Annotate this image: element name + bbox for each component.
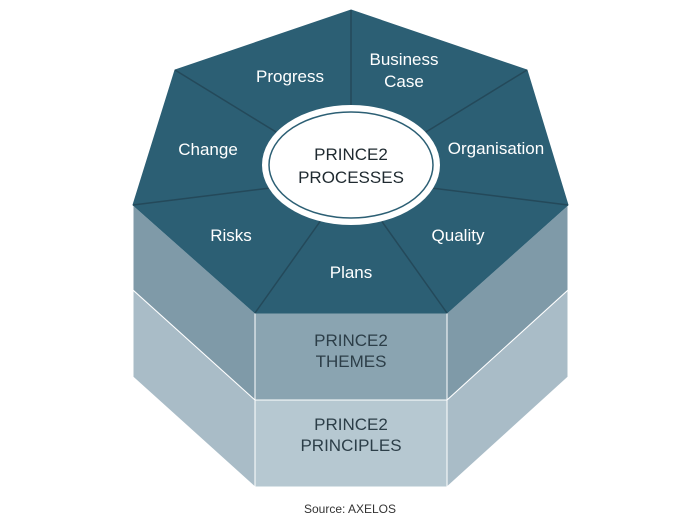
segment-label-risks: Risks xyxy=(210,226,252,245)
segment-label-change: Change xyxy=(178,140,238,159)
segment-label-business-line1: Business xyxy=(370,50,439,69)
segment-label-progress: Progress xyxy=(256,67,324,86)
center-ellipse-ring xyxy=(268,111,434,219)
center-label-line2: PROCESSES xyxy=(298,168,404,187)
themes-label-line2: THEMES xyxy=(316,352,387,371)
principles-label-line2: PRINCIPLES xyxy=(300,436,401,455)
center-processes: PRINCE2 PROCESSES xyxy=(262,105,440,225)
segment-label-organisation: Organisation xyxy=(448,139,544,158)
principles-label-line1: PRINCE2 xyxy=(314,415,388,434)
segment-label-business-line2: Case xyxy=(384,72,424,91)
center-label-line1: PRINCE2 xyxy=(314,145,388,164)
source-caption: Source: AXELOS xyxy=(303,502,397,516)
themes-label-line1: PRINCE2 xyxy=(314,331,388,350)
segment-label-quality: Quality xyxy=(432,226,485,245)
principles-layer: PRINCE2 PRINCIPLES xyxy=(132,288,569,489)
prince2-diagram: PRINCE2 PRINCIPLES PRINCE2 THEMES Progre… xyxy=(132,9,569,489)
segment-label-plans: Plans xyxy=(330,263,373,282)
